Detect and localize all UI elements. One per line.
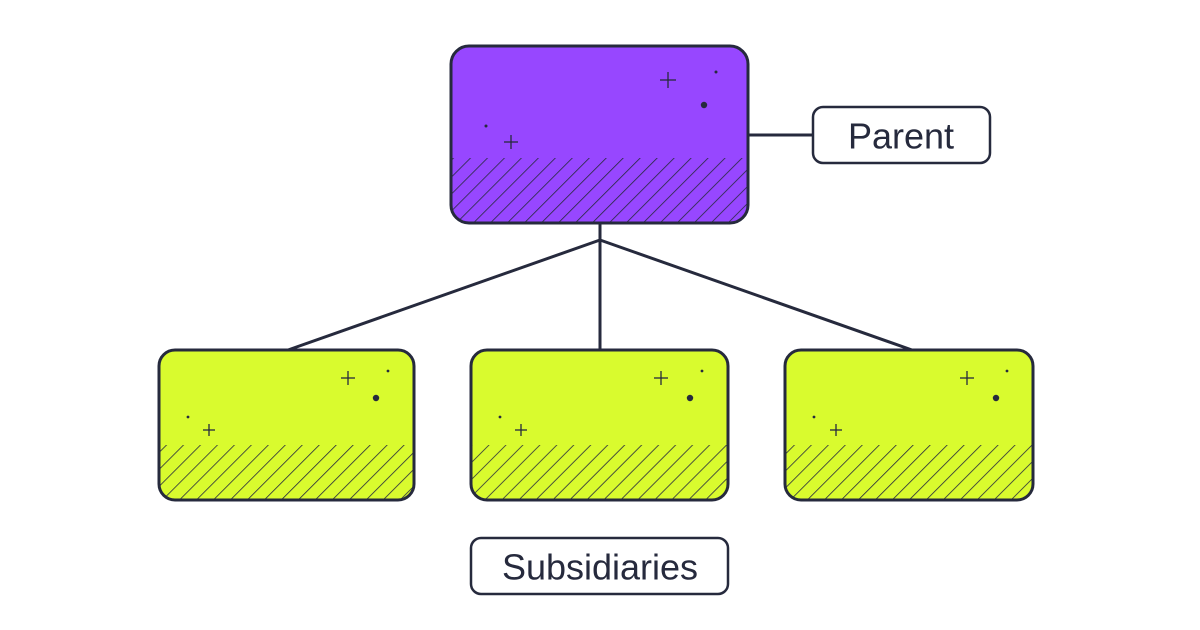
subsidiary-box-3 bbox=[783, 348, 1035, 502]
connector-hub-to-subsidiary-3 bbox=[599, 238, 913, 352]
dot-icon bbox=[498, 369, 704, 419]
connector-lines bbox=[287, 133, 913, 352]
subsidiaries-label: Subsidiaries bbox=[469, 536, 730, 596]
parent-label: Parent bbox=[811, 105, 992, 165]
dot-icon bbox=[484, 70, 718, 128]
dot-icon bbox=[186, 369, 390, 419]
subsidiaries-label-text: Subsidiaries bbox=[502, 547, 698, 588]
parent-box bbox=[449, 44, 750, 225]
sparkle-icon bbox=[830, 371, 974, 436]
sparkle-icon bbox=[515, 371, 668, 436]
sparkle-icon bbox=[203, 371, 355, 436]
subsidiary-box-1 bbox=[157, 348, 416, 502]
dot-icon bbox=[812, 369, 1009, 419]
parent-label-text: Parent bbox=[848, 116, 954, 157]
sparkle-icon bbox=[504, 72, 676, 149]
connector-hub-to-subsidiary-1 bbox=[287, 238, 601, 352]
subsidiary-box-2 bbox=[469, 348, 730, 502]
